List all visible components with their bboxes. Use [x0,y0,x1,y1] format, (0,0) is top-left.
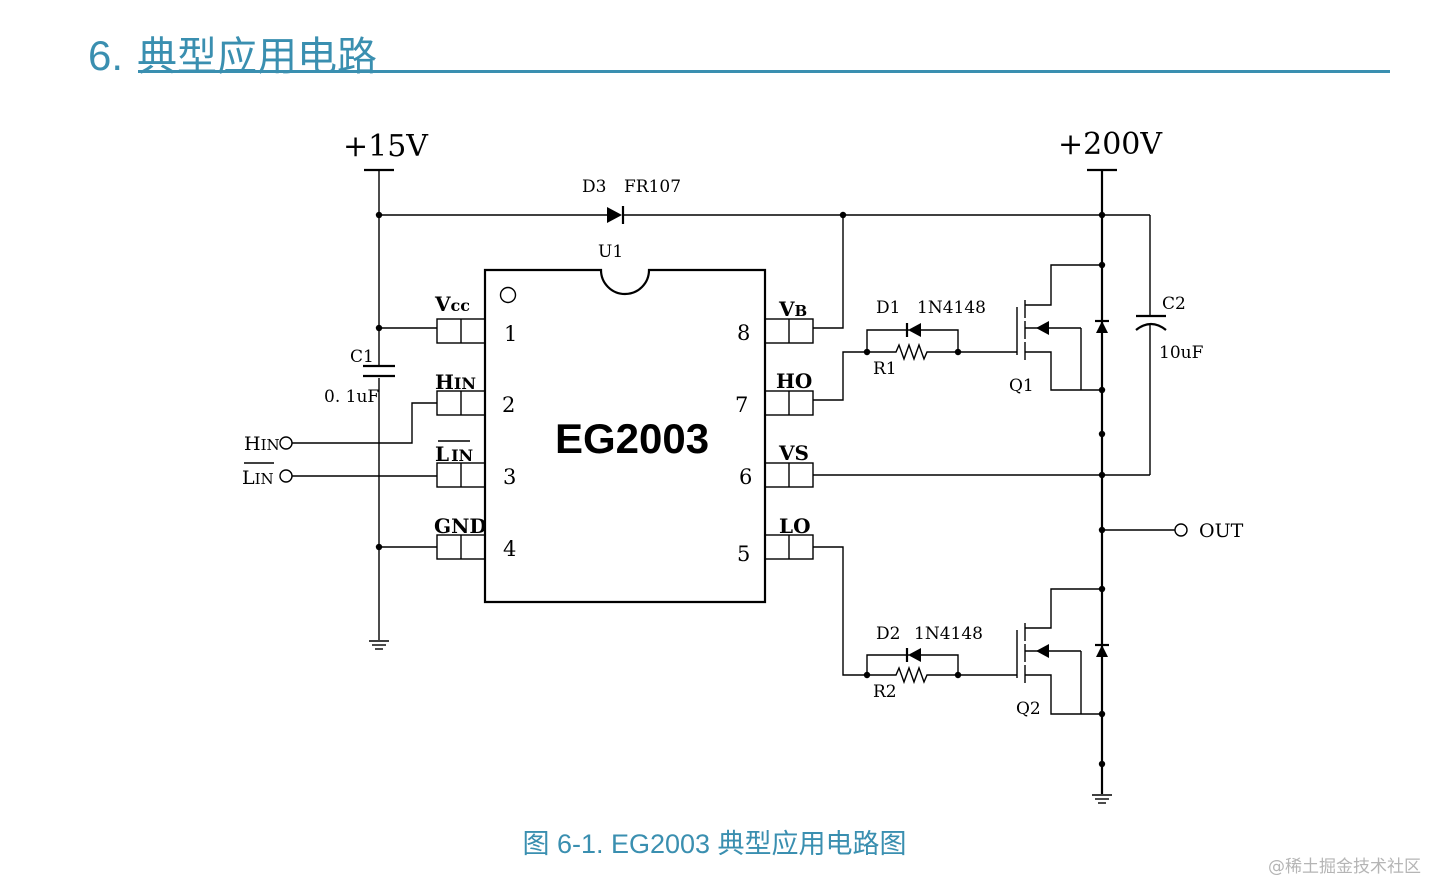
pin-hin-label: HIN [435,370,476,394]
output-label: OUT [1199,520,1244,542]
q2-ref: Q2 [1016,699,1041,719]
d3-value: FR107 [624,177,681,197]
c2-value: 10uF [1159,343,1204,363]
r1-ref: R1 [873,359,897,379]
pin-vcc-label: Vcc [434,292,470,316]
pin-4-number: 4 [503,537,516,561]
d2-ref: D2 [876,624,900,644]
d1-value: 1N4148 [917,298,986,318]
output-node: OUT [1102,520,1244,542]
capacitor-c1: C1 0. 1uF [324,347,395,407]
pin-1-number: 1 [504,322,517,346]
left-wiring [279,327,437,548]
heading-underline [138,70,1390,73]
hv-rail-label: +200V [1058,127,1163,162]
mosfet-q2: Q2 [1016,588,1102,719]
r2-ref: R2 [873,682,897,702]
watermark: @稀土掘金技术社区 [1268,857,1421,877]
diode-d2-resistor-r2: D2 1N4148 R2 [866,624,1017,702]
pin-ho-label: HO [776,369,812,393]
hin-input-label: HIN [244,433,280,455]
c1-value: 0. 1uF [324,387,379,407]
junction-dots [375,211,1106,768]
section-number: 6. [88,32,124,79]
pin-5-number: 5 [737,542,750,566]
d2-value: 1N4148 [914,624,983,644]
pin-3-number: 3 [503,465,516,489]
pin-boxes-right [764,318,814,560]
lin-input-label: LIN [242,467,274,489]
ground-symbol-left [369,640,389,650]
pin-lo-label: LO [779,514,810,538]
pin-vs-label: VS [778,441,809,465]
q1-ref: Q1 [1009,376,1034,396]
c2-ref: C2 [1162,294,1186,314]
vcc-rail-label: +15V [343,129,429,164]
pin-2-number: 2 [502,393,515,417]
d1-ref: D1 [876,298,900,318]
chip-name: EG2003 [555,415,709,462]
input-labels: HIN LIN [242,433,280,489]
mosfet-q1: Q1 [1009,264,1102,396]
pin-8-number: 8 [737,321,750,345]
vcc-rail: +15V [343,129,429,640]
pin-gnd-label: GND [434,514,487,538]
chip-ref: U1 [598,242,623,262]
diode-d3: D3 FR107 [379,177,1150,224]
pin-numbers: 1 2 3 4 5 6 7 8 [502,321,752,566]
pin-7-number: 7 [735,393,748,417]
c1-ref: C1 [350,347,374,367]
pin-vb-label: VB [778,297,807,321]
chip-eg2003: U1 EG2003 [483,242,767,604]
d3-ref: D3 [582,177,606,197]
pin-6-number: 6 [739,465,752,489]
hv-rail: +200V [1058,127,1163,794]
capacitor-c2: C2 10uF [1135,215,1204,475]
ground-symbol-right [1092,794,1112,804]
right-wiring [813,215,1150,676]
diode-d1-resistor-r1: D1 1N4148 R1 [866,298,1017,379]
figure-caption: 图 6-1. EG2003 典型应用电路图 [522,829,907,859]
